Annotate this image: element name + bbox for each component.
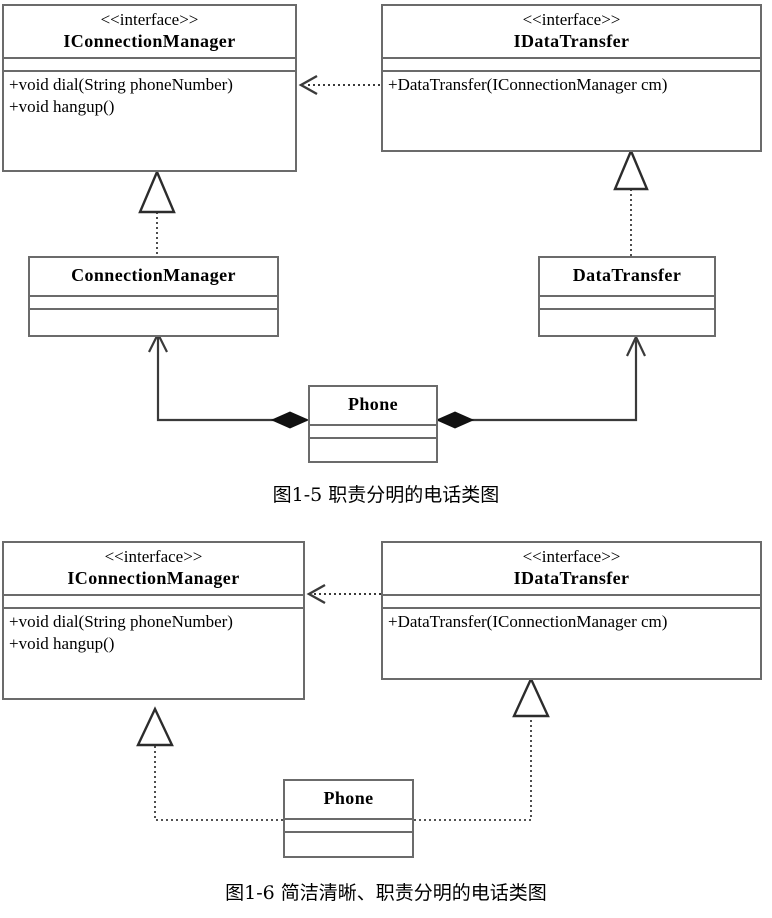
edge-realization-connectionmanager-to-iconnectionmanager [138, 168, 176, 256]
class-header-connectionmanager: ConnectionManager [30, 258, 277, 295]
class-header-phone-2: Phone [285, 781, 412, 818]
class-box-phone-2[interactable]: Phone [283, 779, 414, 858]
edge-composition-phone-to-datatransfer [435, 334, 646, 429]
edge-realization-phone2-to-iconnectionmanager2 [136, 706, 283, 821]
figure-caption-top: 图1-5 职责分明的电话类图 [272, 484, 500, 506]
attributes-compartment-datatransfer [540, 295, 714, 308]
class-box-connectionmanager[interactable]: ConnectionManager [28, 256, 279, 337]
operations-compartment-iconnectionmanager: +void dial(String phoneNumber) +void han… [4, 70, 295, 121]
edge-realization-phone2-to-idatatransfer2 [414, 676, 550, 821]
class-name-label: ConnectionManager [71, 265, 236, 285]
operations-compartment-phone-2 [285, 831, 412, 850]
attributes-compartment-iconnectionmanager [4, 57, 295, 70]
class-name-label: IConnectionManager [67, 568, 240, 588]
figure-caption-bottom: 图1-6 简洁清晰、职责分明的电话类图 [225, 882, 547, 904]
class-header-idatatransfer-2: <<interface>> IDataTransfer [383, 543, 760, 594]
operations-compartment-iconnectionmanager-2: +void dial(String phoneNumber) +void han… [4, 607, 303, 658]
operations-compartment-datatransfer [540, 308, 714, 327]
class-name-label: IDataTransfer [513, 31, 630, 51]
class-name-label: IConnectionManager [63, 31, 236, 51]
operations-compartment-phone [310, 437, 436, 456]
class-header-idatatransfer: <<interface>> IDataTransfer [383, 6, 760, 57]
operations-compartment-idatatransfer-2: +DataTransfer(IConnectionManager cm) [383, 607, 760, 636]
operation-row: +DataTransfer(IConnectionManager cm) [388, 75, 668, 94]
operation-row: +void dial(String phoneNumber) [9, 75, 233, 94]
class-name-label: Phone [347, 394, 398, 414]
class-header-iconnectionmanager: <<interface>> IConnectionManager [4, 6, 295, 57]
operations-compartment-idatatransfer: +DataTransfer(IConnectionManager cm) [383, 70, 760, 99]
class-box-phone[interactable]: Phone [308, 385, 438, 463]
class-header-phone: Phone [310, 387, 436, 424]
operation-row: +void dial(String phoneNumber) [9, 612, 233, 631]
attributes-compartment-phone [310, 424, 436, 437]
operations-compartment-connectionmanager [30, 308, 277, 327]
stereotype-label: <<interface>> [522, 547, 621, 566]
stereotype-label: <<interface>> [100, 10, 199, 29]
attributes-compartment-connectionmanager [30, 295, 277, 308]
operation-row: +DataTransfer(IConnectionManager cm) [388, 612, 668, 631]
class-header-datatransfer: DataTransfer [540, 258, 714, 295]
class-name-label: IDataTransfer [513, 568, 630, 588]
attributes-compartment-idatatransfer-2 [383, 594, 760, 607]
class-box-idatatransfer-2[interactable]: <<interface>> IDataTransfer +DataTransfe… [381, 541, 762, 680]
attributes-compartment-phone-2 [285, 818, 412, 831]
edge-composition-phone-to-connectionmanager [148, 331, 310, 429]
operation-row: +void hangup() [9, 634, 115, 653]
class-name-label: Phone [323, 788, 374, 808]
edge-dependency-idatatransfer-to-iconnectionmanager [298, 74, 380, 96]
stereotype-label: <<interface>> [104, 547, 203, 566]
stereotype-label: <<interface>> [522, 10, 621, 29]
operation-row: +void hangup() [9, 97, 115, 116]
class-box-iconnectionmanager[interactable]: <<interface>> IConnectionManager +void d… [2, 4, 297, 172]
class-box-datatransfer[interactable]: DataTransfer [538, 256, 716, 337]
edge-dependency-idatatransfer2-to-iconnectionmanager2 [306, 583, 381, 605]
class-name-label: DataTransfer [572, 265, 682, 285]
attributes-compartment-iconnectionmanager-2 [4, 594, 303, 607]
edge-realization-datatransfer-to-idatatransfer [613, 147, 649, 256]
attributes-compartment-idatatransfer [383, 57, 760, 70]
class-box-iconnectionmanager-2[interactable]: <<interface>> IConnectionManager +void d… [2, 541, 305, 700]
class-header-iconnectionmanager-2: <<interface>> IConnectionManager [4, 543, 303, 594]
class-box-idatatransfer[interactable]: <<interface>> IDataTransfer +DataTransfe… [381, 4, 762, 152]
